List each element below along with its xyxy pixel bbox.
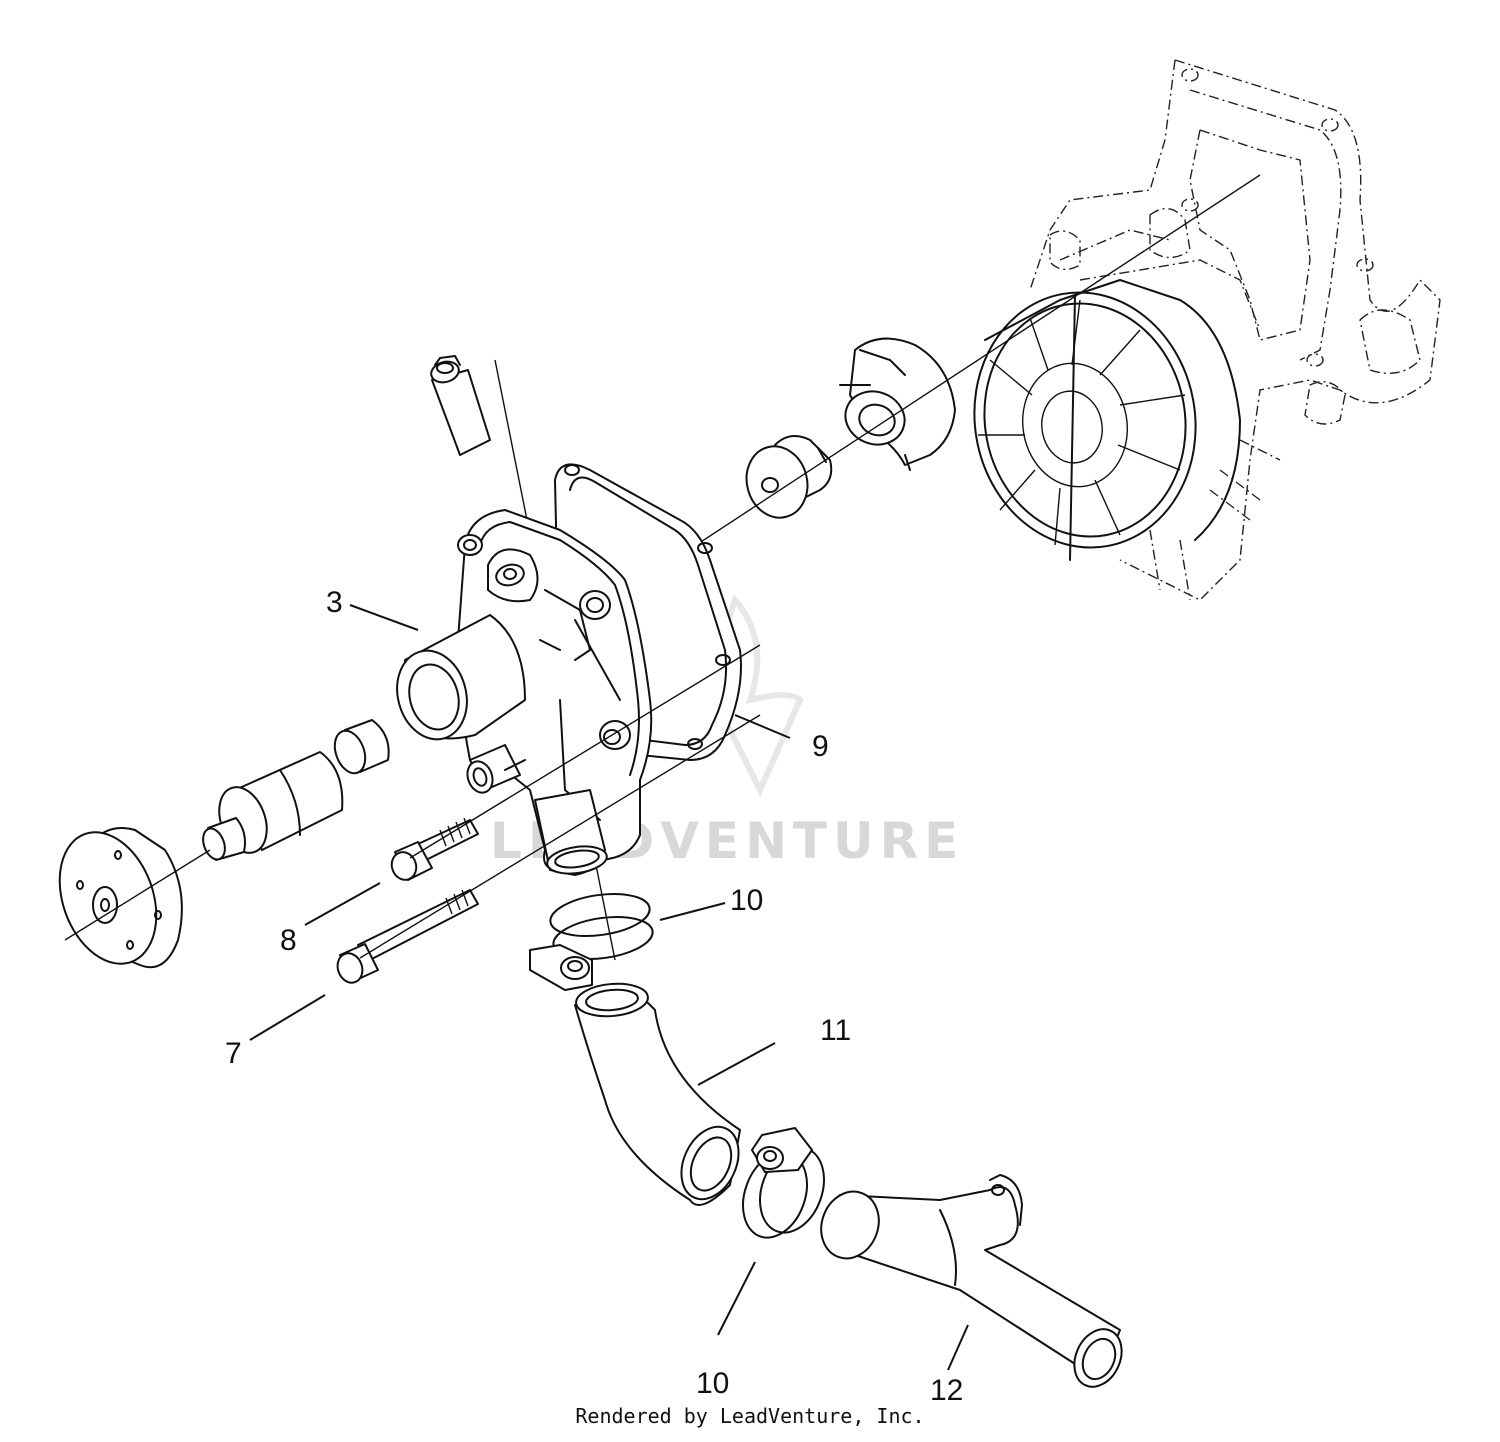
leader-9 [734,714,791,739]
dowel-pin [430,355,491,456]
callout-12: 12 [930,1374,963,1400]
leader-10b [717,1261,756,1336]
coolant-hose [574,982,741,1206]
bolt-8 [390,817,479,881]
mechanical-seal [745,435,833,519]
impeller [839,337,956,471]
callout-11: 11 [820,1014,851,1047]
callout-10-lower: 10 [696,1367,729,1400]
exploded-parts-diagram: LEADVENTURE [58,59,1441,1400]
outlet-pipe [820,1174,1123,1388]
leader-3 [349,604,419,631]
water-pump-body [396,509,653,876]
leader-10a [659,902,726,921]
hose-clamp-upper [529,893,654,991]
hose-clamp-lower [742,1127,825,1239]
leader-12 [947,1324,969,1371]
engine-block [973,59,1441,601]
callout-9: 9 [812,730,829,763]
shaft-bearing [202,719,390,861]
callout-10-upper: 10 [730,884,763,917]
leader-8 [304,882,381,926]
footer-credit: Rendered by LeadVenture, Inc. [575,1404,925,1428]
pulley-flange [58,827,211,969]
callout-7: 7 [225,1037,242,1070]
leader-11 [697,1042,776,1086]
callout-8: 8 [280,924,297,957]
callout-3: 3 [326,586,343,619]
bolt-7 [336,889,479,984]
leader-7 [249,994,326,1041]
